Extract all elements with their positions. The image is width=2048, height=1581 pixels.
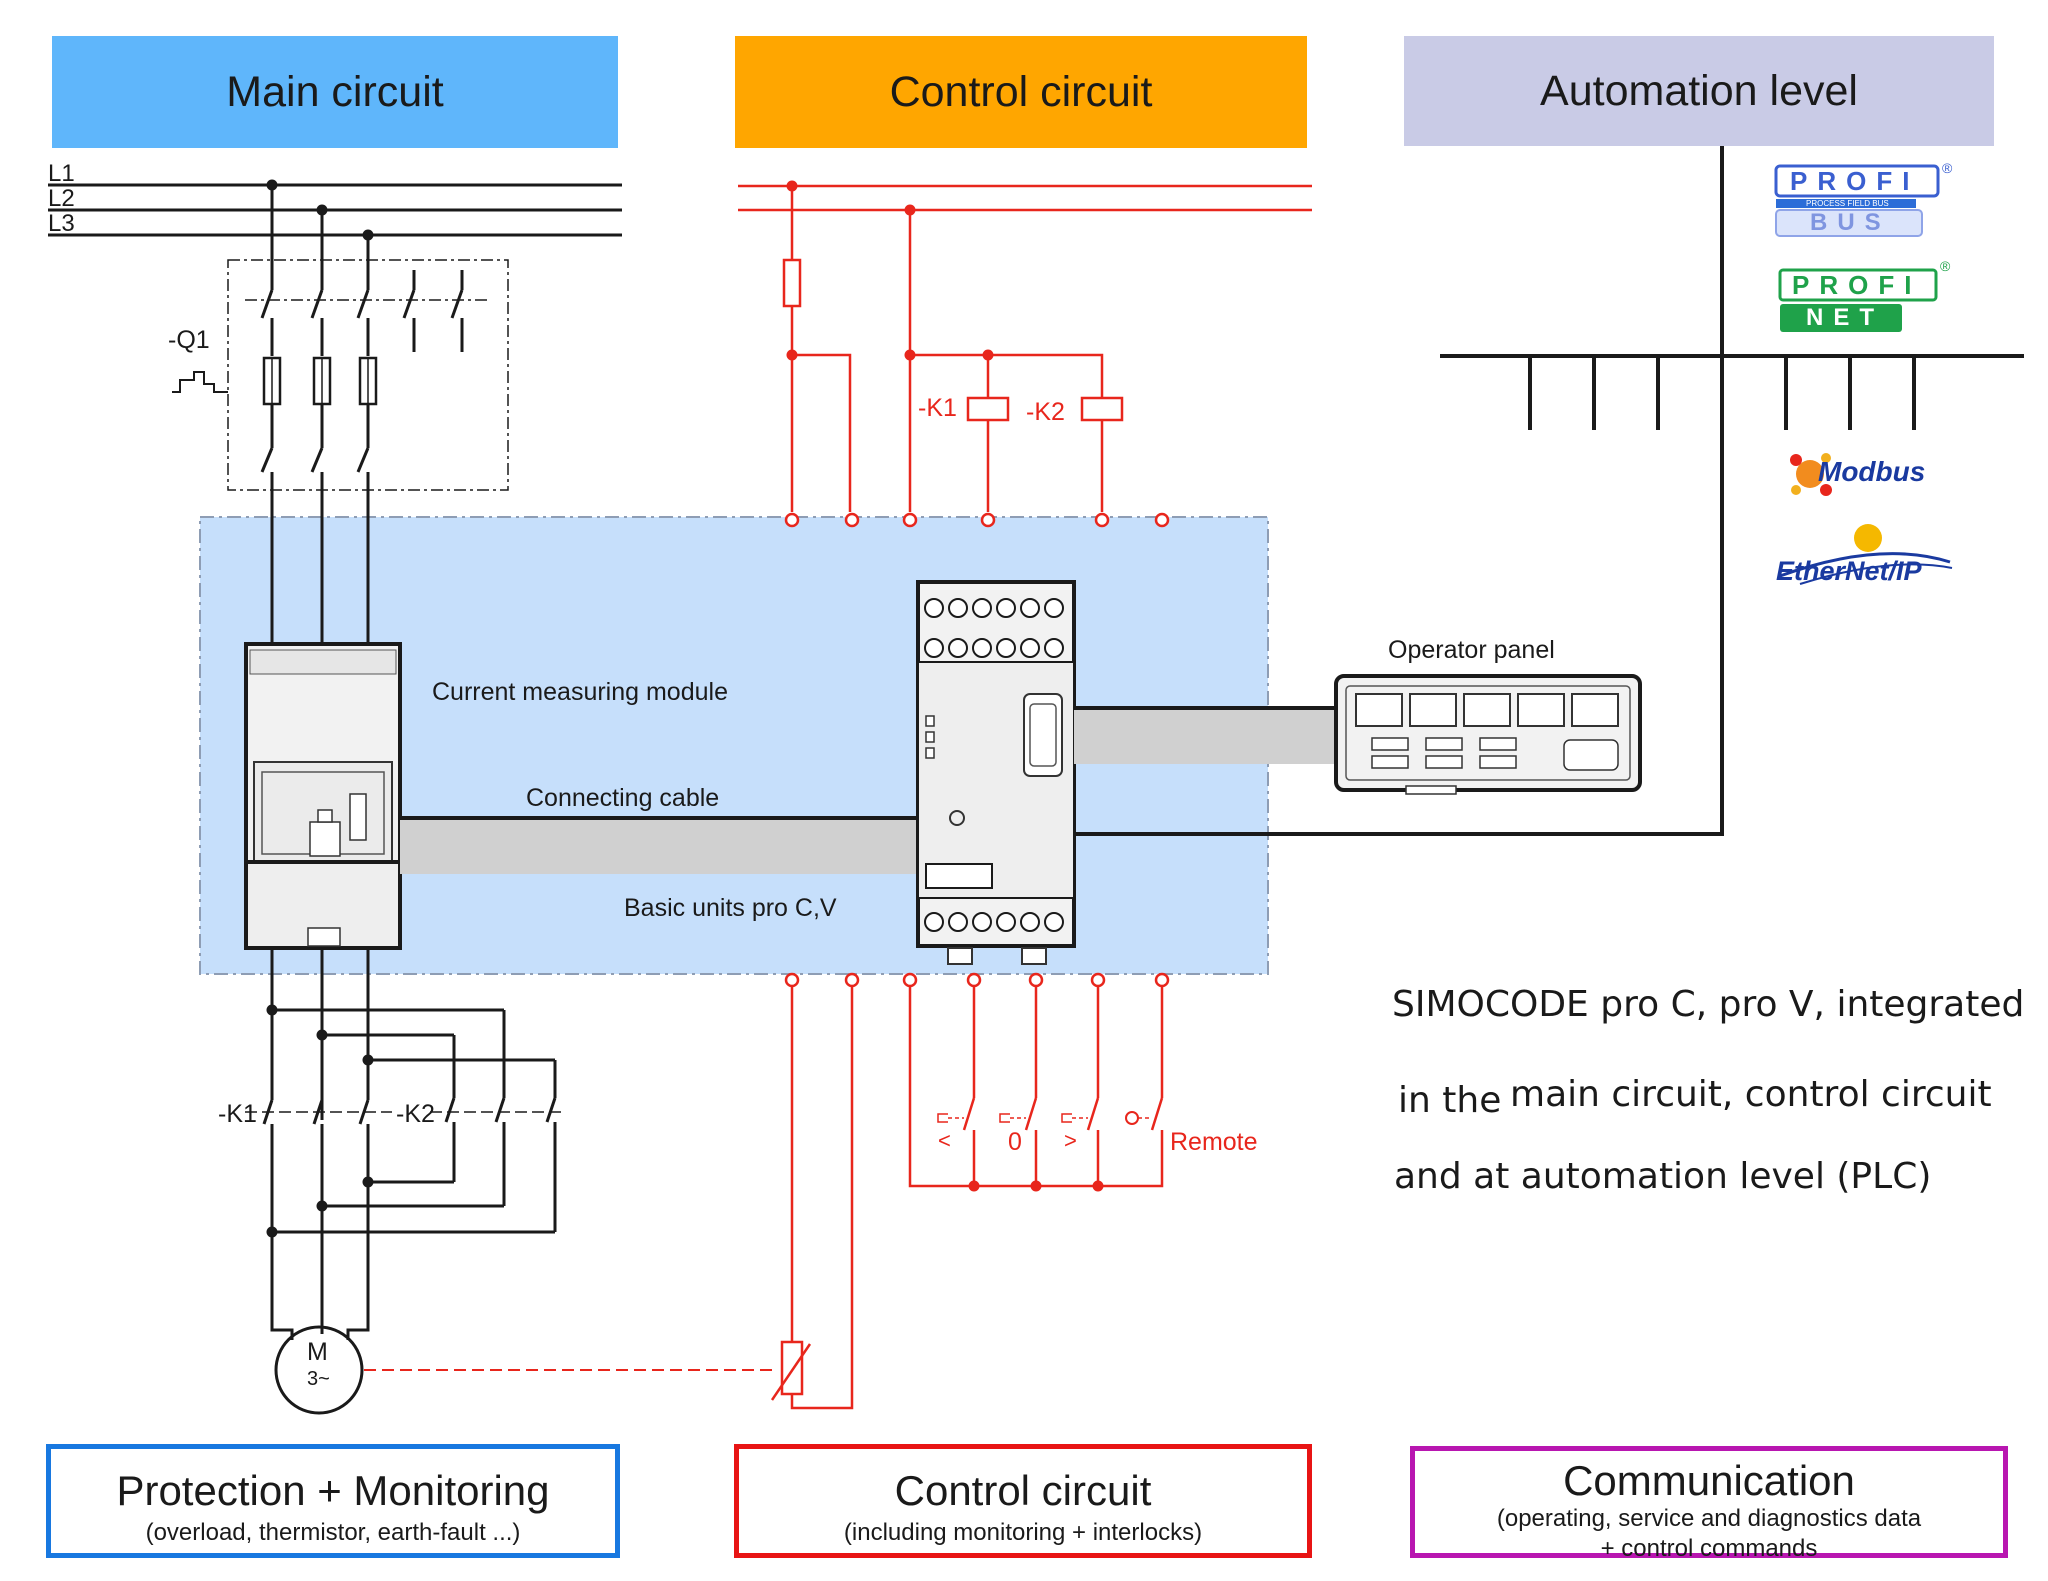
main-circuit [48, 183, 622, 646]
control-circuit-box: Control circuit (including monitoring + … [734, 1444, 1312, 1558]
protection-monitoring-box: Protection + Monitoring (overload, therm… [46, 1444, 620, 1558]
operator-panel-label: Operator panel [1388, 636, 1555, 664]
main-circuit-header: Main circuit [52, 36, 618, 148]
protection-subtitle: (overload, thermistor, earth-fault ...) [145, 1519, 521, 1546]
current-measuring-module-label: Current measuring module [432, 678, 728, 706]
control-junctions [786, 180, 1104, 1192]
communication-subtitle-1: (operating, service and diagnostics data [1496, 1505, 1922, 1532]
button-left-label: < [938, 1128, 951, 1153]
modbus-text: Modbus [1818, 456, 1926, 487]
q1-label: -Q1 [168, 326, 210, 354]
control-terminals [784, 512, 1170, 988]
control-circuit-header: Control circuit [735, 36, 1307, 148]
profibus-small-text: PROCESS FIELD BUS [1806, 199, 1889, 208]
main-circuit-lower [245, 948, 776, 1415]
k2-contact-label: -K2 [396, 1100, 435, 1128]
k2-coil-label: -K2 [1026, 398, 1065, 426]
lower-junctions [266, 1004, 374, 1238]
k1-coil-label: -K1 [918, 394, 957, 422]
protection-title: Protection + Monitoring [116, 1467, 550, 1514]
profibus-top-text: PROFI [1790, 166, 1920, 196]
phase-l2-label: L2 [48, 185, 75, 212]
connecting-cable [400, 816, 920, 874]
basic-unit-terminals [924, 598, 1064, 932]
motor-phase-label: 3~ [307, 1368, 330, 1390]
panel-cable [1074, 706, 1338, 764]
control-subtitle: (including monitoring + interlocks) [843, 1519, 1203, 1546]
automation-level-header: Automation level [1404, 36, 1994, 146]
control-title: Control circuit [894, 1467, 1152, 1514]
remote-label: Remote [1170, 1128, 1258, 1156]
current-measuring-module [244, 642, 402, 950]
button-zero-label: 0 [1008, 1128, 1022, 1156]
k1-contact-label: -K1 [218, 1100, 257, 1128]
communication-title: Communication [1563, 1457, 1855, 1504]
phase-l1-label: L1 [48, 160, 75, 187]
modbus-logo [1790, 453, 1832, 496]
profibus-bottom-text: BUS [1810, 209, 1891, 236]
phase-l3-label: L3 [48, 210, 75, 237]
operator-panel [1334, 674, 1642, 795]
button-right-label: > [1064, 1128, 1077, 1153]
busbar-junctions [266, 179, 374, 241]
ethernetip-logo [1779, 524, 1953, 585]
note-line-1: SIMOCODE pro C, pro V, integrated [1392, 984, 2025, 1025]
ethernetip-text: EtherNet/IP [1776, 556, 1922, 586]
communication-box: Communication (operating, service and di… [1410, 1446, 2008, 1562]
profinet-top-text: PROFI [1792, 270, 1922, 300]
profibus-logo [1774, 164, 1940, 237]
profinet-logo [1778, 268, 1938, 332]
automation-bus [1440, 354, 2024, 430]
note-line-3: and at automation level (PLC) [1394, 1156, 1932, 1197]
profinet-bottom-text: NET [1806, 304, 1884, 331]
profibus-registered: ® [1942, 160, 1953, 176]
note-line-2a: in the [1398, 1080, 1502, 1121]
fieldbus-cable [1074, 146, 1724, 836]
note-line-2b: main circuit, control circuit [1510, 1074, 1992, 1115]
connecting-cable-label: Connecting cable [526, 784, 720, 812]
basic-units-label: Basic units pro C,V [624, 894, 837, 922]
communication-subtitle-2: + control commands [1600, 1535, 1818, 1562]
motor-m-label: M [307, 1338, 328, 1366]
profinet-registered: ® [1940, 258, 1951, 274]
